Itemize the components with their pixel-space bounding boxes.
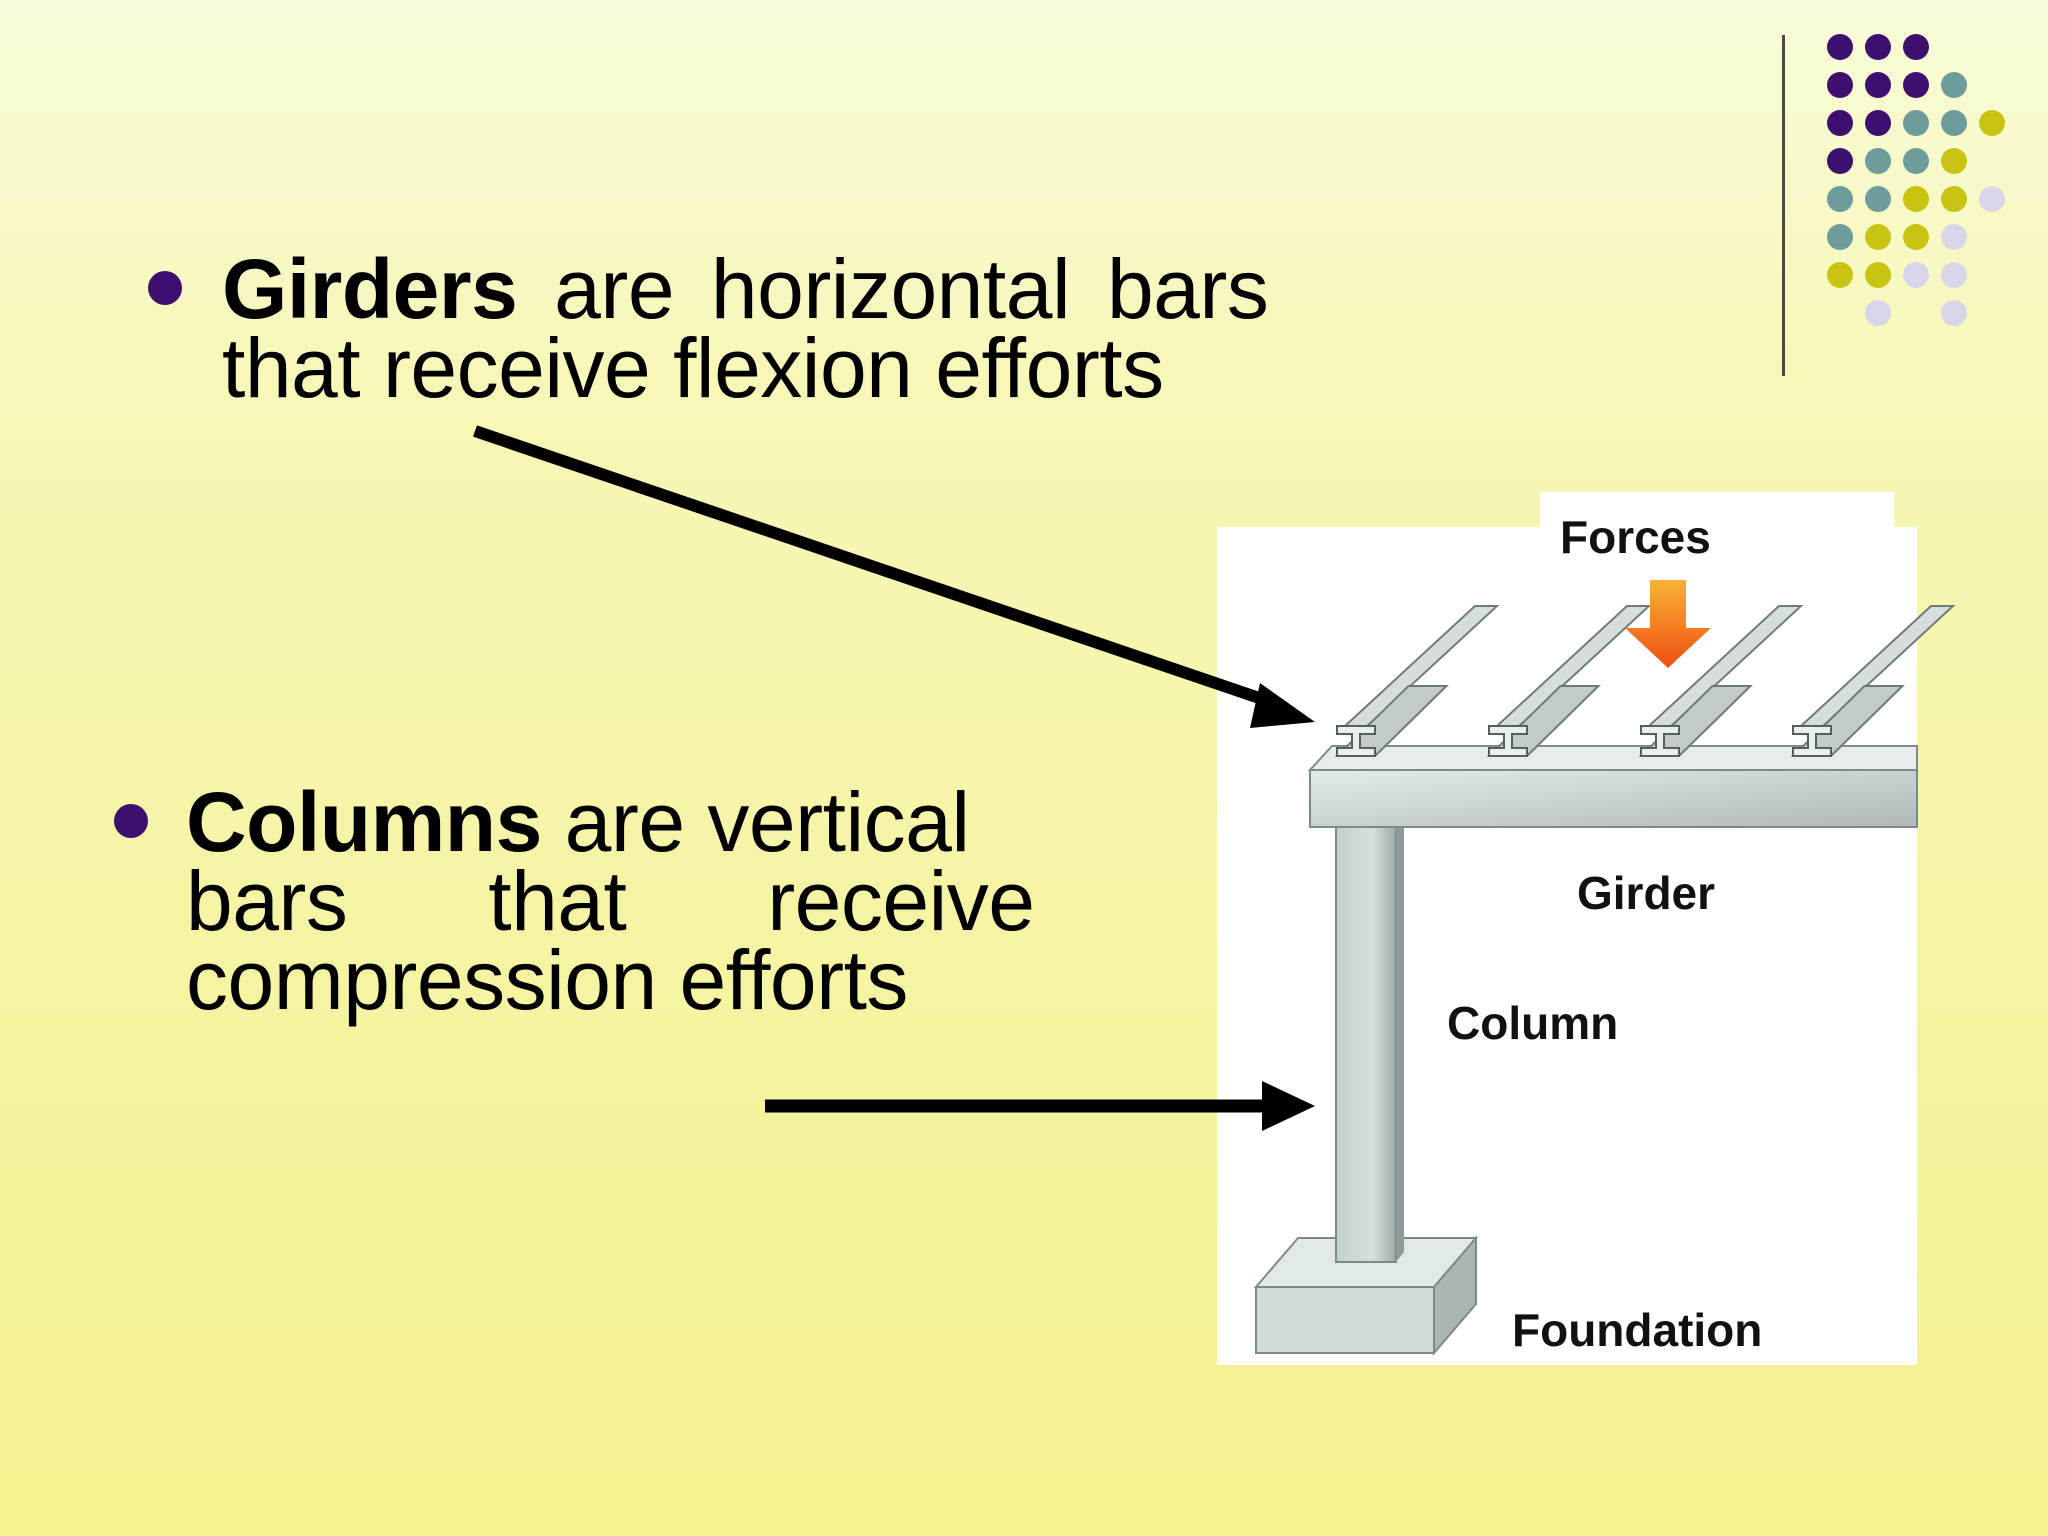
girder-label: Girder [1577,867,1716,919]
bullet-girders-text: Girders are horizontal bars that receive… [222,247,1422,415]
columns-term: Columns [186,775,542,869]
foundation-block [1253,1235,1479,1356]
columns-definition-line2: bars that receive [186,854,1035,948]
girder-pointer-arrow [473,425,1315,728]
forces-label: Forces [1560,511,1711,563]
columns-definition-line1: are vertical [541,775,970,869]
foundation-label: Foundation [1512,1304,1763,1356]
columns-definition-line3: compression efforts [186,933,908,1027]
girders-definition-line1: are horizontal bars [517,242,1269,336]
column-pointer-arrow [765,1081,1315,1131]
bullet-columns-text: Columns are vertical bars that receive c… [186,780,1121,1027]
i-beam [1486,605,1652,757]
i-beam [1790,605,1956,757]
i-beam [1638,605,1804,757]
girders-definition-line2: that receive flexion efforts [222,321,1164,415]
column-label: Column [1447,997,1619,1049]
girder-beam [1307,745,1918,828]
bullet-dot [114,804,148,838]
girders-term: Girders [222,242,518,336]
i-beam [1334,605,1500,757]
bullet-columns: Columns are vertical bars that receive c… [114,780,1121,1027]
forces-label-box [1540,492,1894,572]
bullet-dot [148,271,182,305]
column-bar [1335,815,1404,1263]
i-beams [1334,605,1956,757]
force-arrow-icon [1625,580,1711,668]
divider-line [1782,35,1785,376]
bullet-girders: Girders are horizontal bars that receive… [148,247,1422,415]
